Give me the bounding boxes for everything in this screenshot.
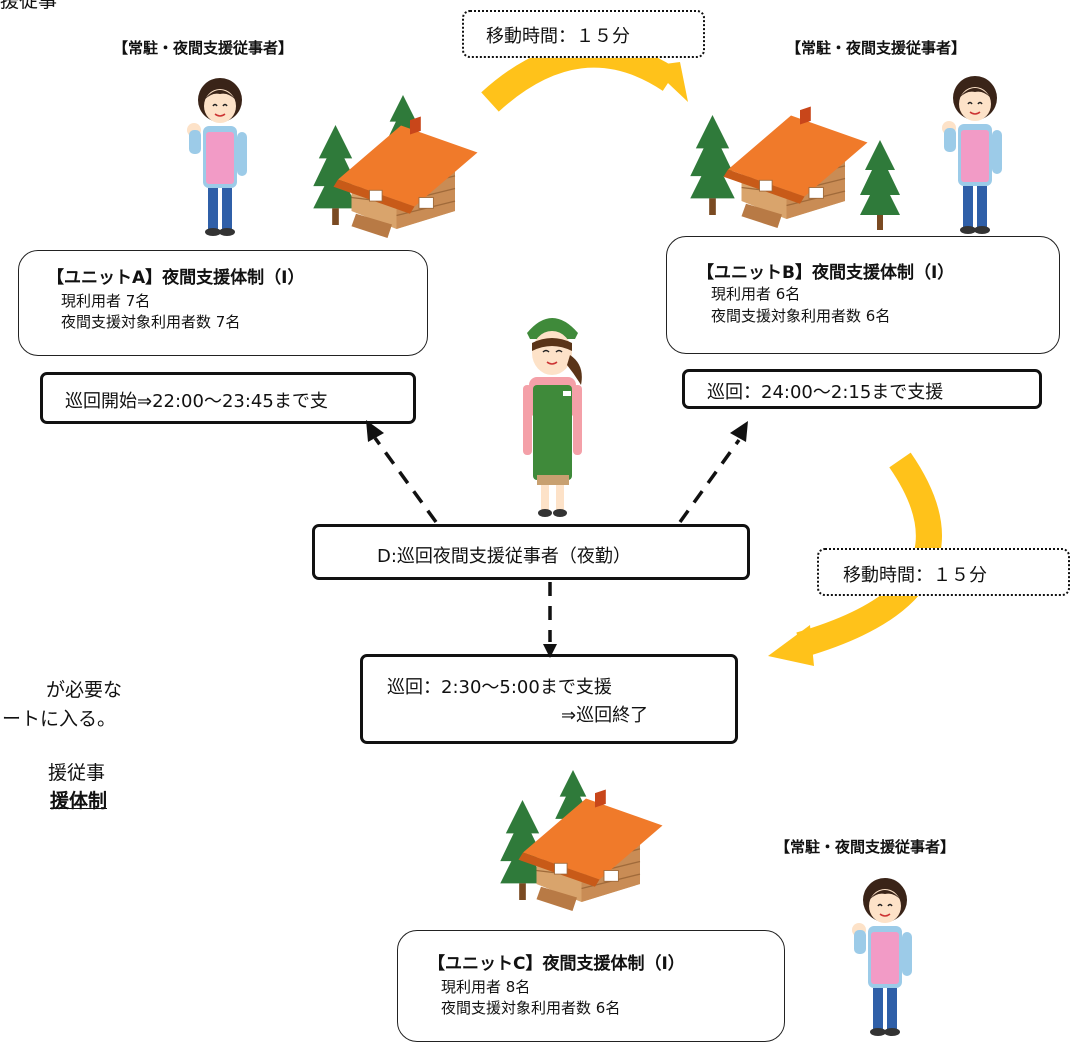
unit-c-night-target: 夜間支援対象利用者数 6名 xyxy=(441,999,621,1017)
dashed-arrow-to-a xyxy=(373,436,438,524)
patrol-staff-label: D:巡回夜間支援従事者（夜勤） xyxy=(377,546,631,567)
arrowhead-a xyxy=(366,420,384,442)
unit-b-info-box: 【ユニットB】夜間支援体制（Ⅰ） 現利用者 6名 夜間支援対象利用者数 6名 xyxy=(666,236,1060,354)
patrol-staff-icon xyxy=(523,318,582,517)
travel-time-top: 移動時間：１５分 xyxy=(462,10,705,58)
unit-a-residents: 現利用者 7名 xyxy=(61,292,151,310)
unit-b-residents: 現利用者 6名 xyxy=(711,285,801,303)
unit-b-patrol-box: 巡回：24:00〜2:15まで支援 xyxy=(682,369,1042,409)
unit-a-patrol-box: 巡回開始⇒22:00〜23:45まで支 xyxy=(40,372,416,424)
unit-a-night-target: 夜間支援対象利用者数 7名 xyxy=(61,313,241,331)
arrowhead-b xyxy=(730,421,748,442)
travel-time-right: 移動時間：１５分 xyxy=(817,548,1070,596)
unit-c-patrol-line2: ⇒巡回終了 xyxy=(561,705,649,726)
unit-c-patrol-line1: 巡回：2:30〜5:00まで支援 xyxy=(387,677,612,698)
left-text-1: 援従事 xyxy=(0,0,58,12)
unit-c-title: 【ユニットC】夜間支援体制（Ⅰ） xyxy=(428,954,685,974)
unit-b-title: 【ユニットB】夜間支援体制（Ⅰ） xyxy=(697,263,955,283)
patrol-staff-box: D:巡回夜間支援従事者（夜勤） xyxy=(312,524,750,580)
arrowhead-c xyxy=(543,644,557,658)
left-text-4: 援従事 xyxy=(48,762,106,784)
unit-b-night-target: 夜間支援対象利用者数 6名 xyxy=(711,307,891,325)
unit-c-info-box: 【ユニットC】夜間支援体制（Ⅰ） 現利用者 8名 夜間支援対象利用者数 6名 xyxy=(397,930,785,1042)
dashed-arrow-to-b xyxy=(678,438,741,524)
resident-staff-label-a: 【常駐・夜間支援従事者】 xyxy=(113,39,294,57)
unit-b-patrol-text: 巡回：24:00〜2:15まで支援 xyxy=(707,382,944,403)
unit-a-info-box: 【ユニットA】夜間支援体制（Ⅰ） 現利用者 7名 夜間支援対象利用者数 7名 xyxy=(18,250,428,356)
left-text-5: 援体制 xyxy=(50,790,108,812)
resident-staff-label-c: 【常駐・夜間支援従事者】 xyxy=(775,838,956,856)
left-text-2: が必要な xyxy=(46,679,123,701)
unit-c-residents: 現利用者 8名 xyxy=(441,978,531,996)
resident-staff-label-b: 【常駐・夜間支援従事者】 xyxy=(786,39,967,57)
unit-a-patrol-text: 巡回開始⇒22:00〜23:45まで支 xyxy=(65,391,328,412)
unit-a-title: 【ユニットA】夜間支援体制（Ⅰ） xyxy=(47,268,305,288)
unit-c-patrol-box: 巡回：2:30〜5:00まで支援 ⇒巡回終了 xyxy=(360,654,738,744)
left-text-3: ートに入る。 xyxy=(2,708,117,730)
